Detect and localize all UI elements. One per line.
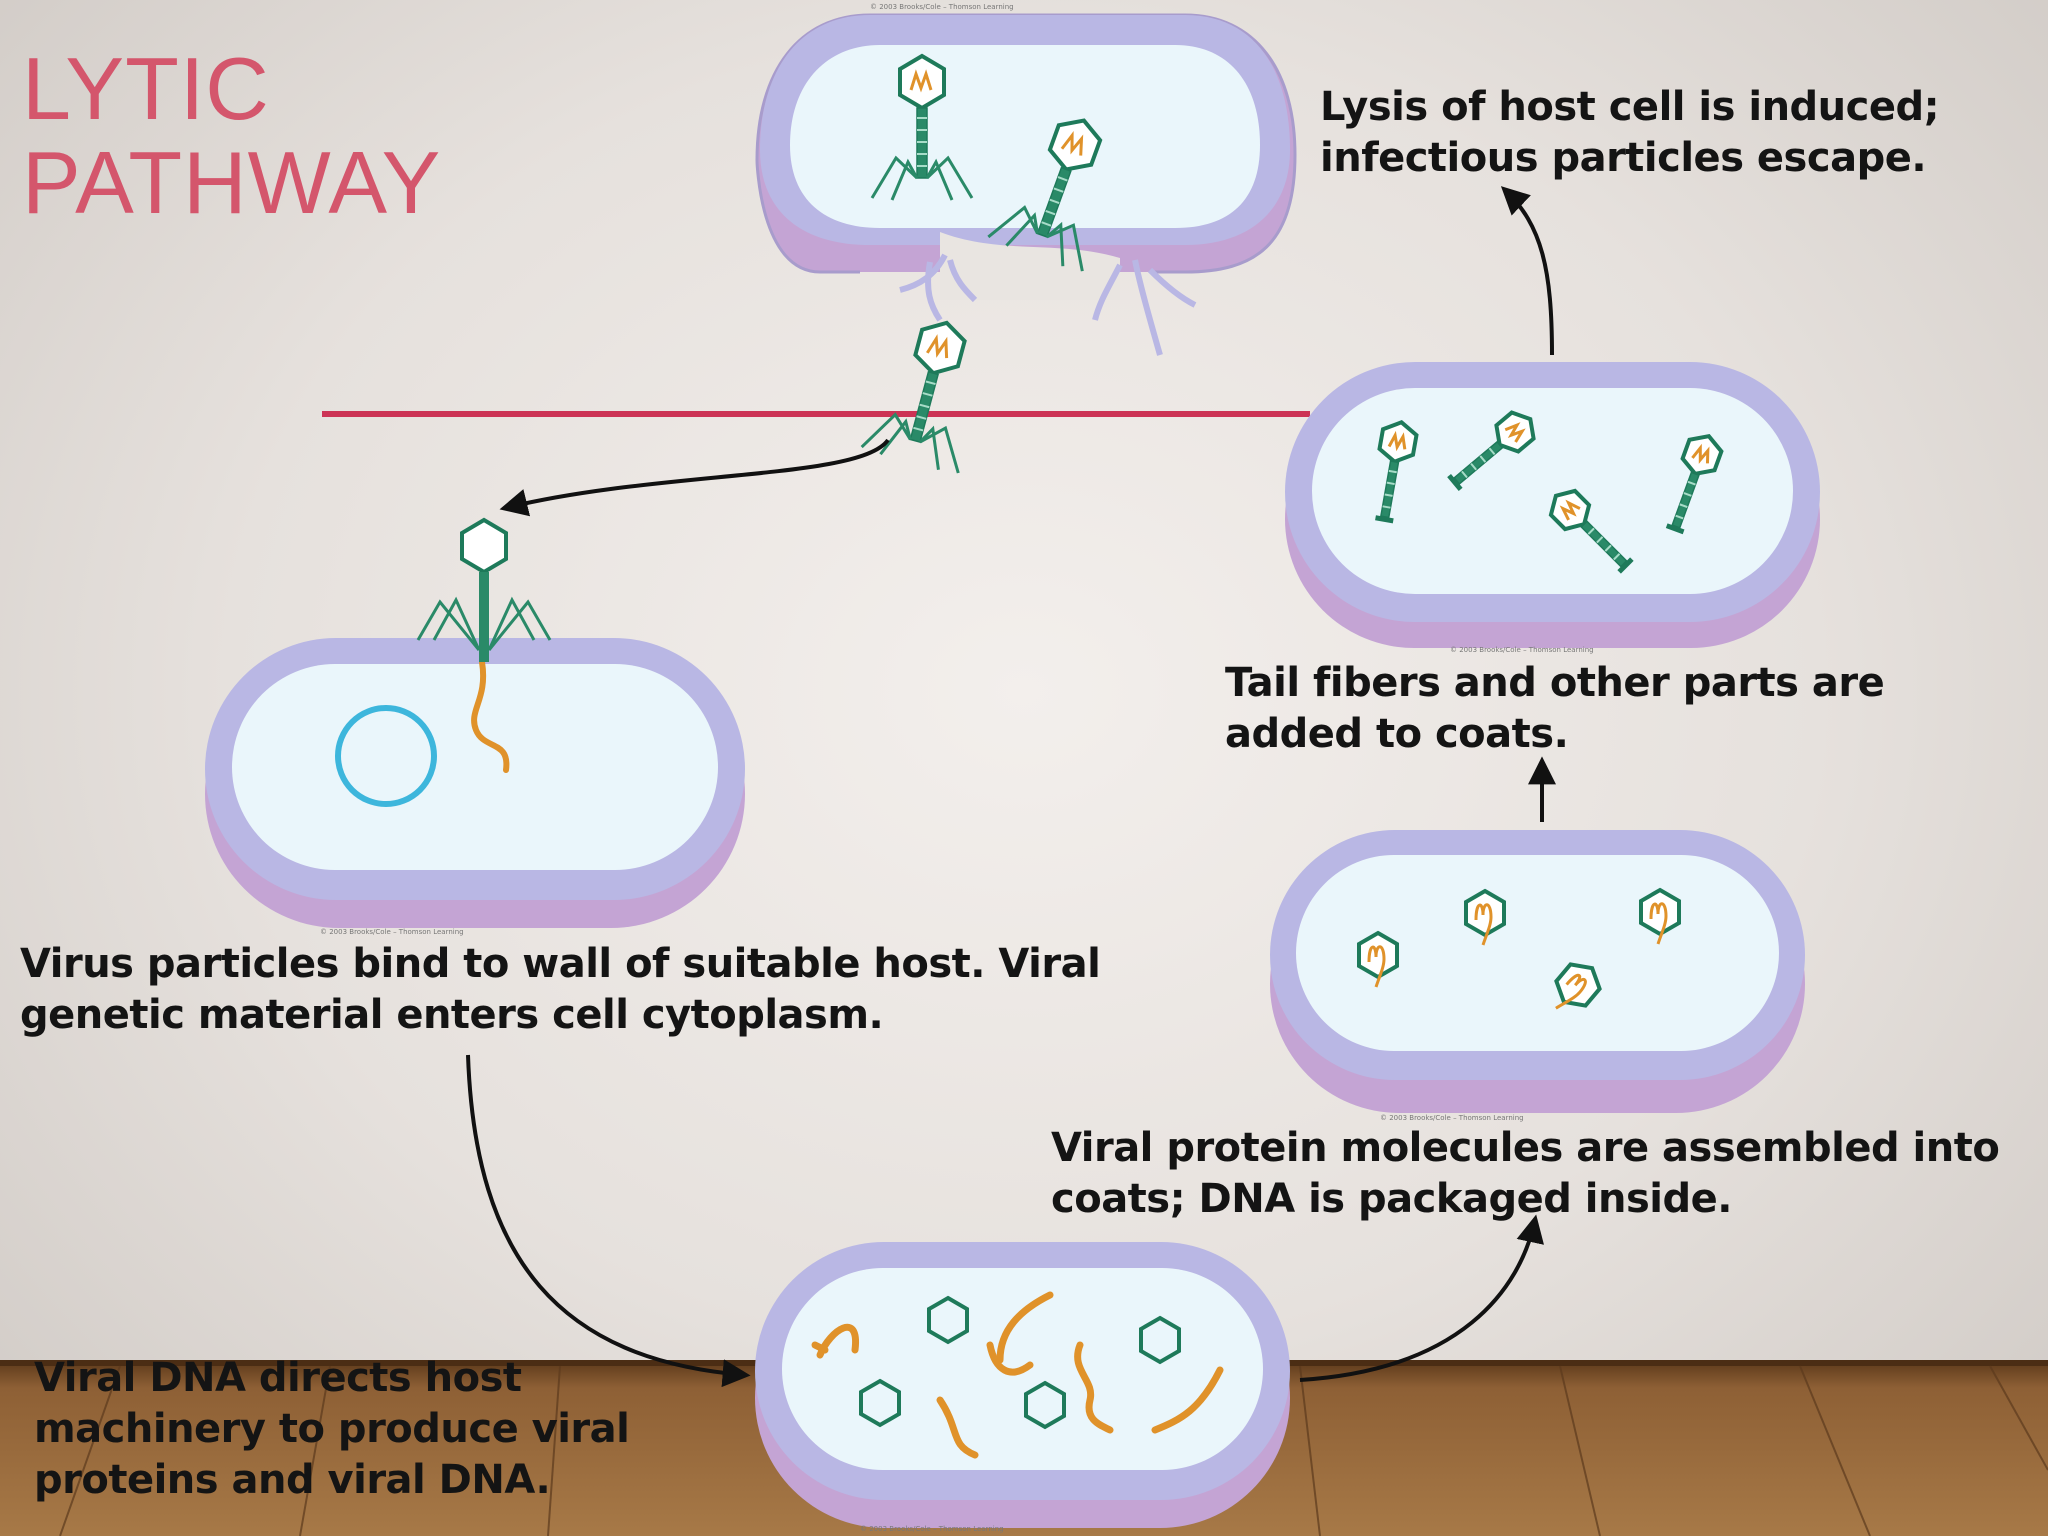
arrow-attach-to-replicate xyxy=(466,1054,751,1388)
replication-cell xyxy=(755,1242,1290,1528)
attached-phage xyxy=(416,517,552,662)
lysed-cell xyxy=(755,13,1297,356)
credit-bottom: © 2003 Brooks/Cole – Thomson Learning xyxy=(860,1525,1004,1533)
caption-tails: Tail fibers and other parts are added to… xyxy=(1225,660,1885,757)
injected-viral-dna xyxy=(471,659,510,773)
arrow-escape-to-attach xyxy=(499,438,890,517)
credit-top: © 2003 Brooks/Cole – Thomson Learning xyxy=(870,3,1014,11)
caption-replicate: Viral DNA directs host machinery to prod… xyxy=(34,1355,630,1503)
escaping-phage xyxy=(859,307,998,477)
title-line-1: LYTIC xyxy=(22,39,270,138)
title-line-2: PATHWAY xyxy=(22,133,442,232)
caption-assemble: Viral protein molecules are assembled in… xyxy=(1051,1125,2000,1222)
credit-attach: © 2003 Brooks/Cole – Thomson Learning xyxy=(320,928,464,936)
assembly-cell xyxy=(1270,830,1805,1113)
attachment-cell xyxy=(205,517,745,928)
caption-lysis: Lysis of host cell is induced; infectiou… xyxy=(1320,84,1940,181)
arrow-replicate-to-assemble xyxy=(1299,1214,1544,1382)
arrow-tails-to-lysis xyxy=(1500,186,1554,356)
caption-attach: Virus particles bind to wall of suitable… xyxy=(20,941,1101,1038)
tail-assembly-cell xyxy=(1285,362,1820,648)
credit-assemble: © 2003 Brooks/Cole – Thomson Learning xyxy=(1380,1114,1524,1122)
host-chromosome xyxy=(335,705,437,807)
cycle-arrows xyxy=(466,186,1556,1388)
page-title: LYTIC PATHWAY xyxy=(22,42,441,230)
credit-tails: © 2003 Brooks/Cole – Thomson Learning xyxy=(1450,646,1594,654)
